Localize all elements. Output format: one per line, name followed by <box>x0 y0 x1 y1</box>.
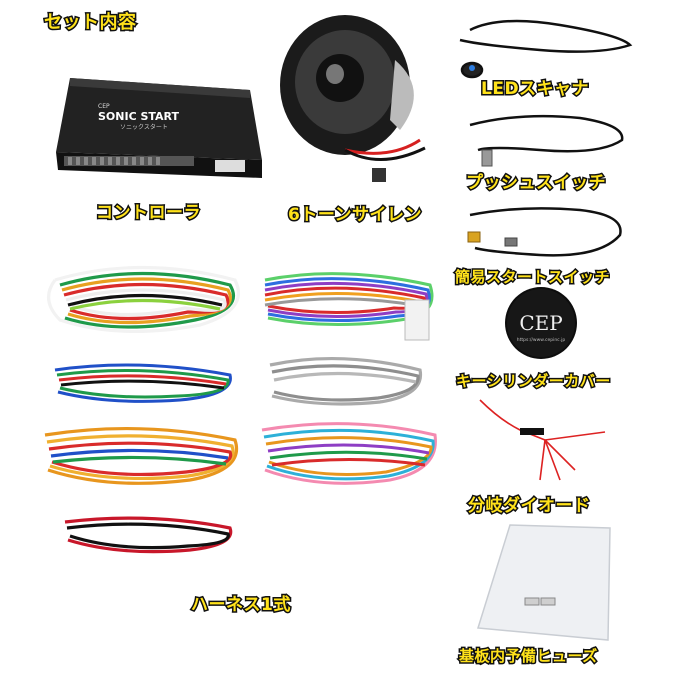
harness-bundle-7 <box>64 516 233 554</box>
diode-label: 分岐ダイオード <box>467 495 592 518</box>
controller-maker-text: CEP <box>98 103 110 110</box>
harness-bundle-4 <box>269 357 423 406</box>
cover-url-text: https://www.cepinc.jp <box>517 337 566 343</box>
cover-logo-text: CEP <box>519 311 562 335</box>
key-cylinder-cover: CEP https://www.cepinc.jp <box>505 287 577 359</box>
fuse-label: 基板内予備ヒューズ <box>458 646 599 667</box>
harness-bundle-2 <box>264 272 434 341</box>
start-switch-cable <box>467 207 622 257</box>
push-switch-cable <box>469 114 624 167</box>
harness-bundle-5 <box>44 426 239 485</box>
fuse-bag <box>477 524 611 641</box>
harness-label: ハーネス1式 <box>190 594 292 617</box>
led-scanner-cable <box>459 19 633 79</box>
push-switch-label: プッシュスイッチ <box>465 172 608 195</box>
harness-bundle-1 <box>47 265 241 334</box>
diode-wires <box>479 399 606 481</box>
harness-bundle-3 <box>54 363 232 403</box>
siren-label: 6トーンサイレン <box>287 204 423 227</box>
controller-label: コントローラ <box>95 202 203 225</box>
led-scanner-label: LEDスキャナ <box>479 78 590 101</box>
controller-sub-text: ソニックスタート <box>120 123 168 131</box>
page-title: セット内容 <box>43 11 138 35</box>
start-switch-label: 簡易スタートスイッチ <box>453 267 611 288</box>
harness-bundle-6 <box>261 422 437 485</box>
controller-unit: CEP SONIC START ソニックスタート <box>56 78 262 178</box>
key-cover-label: キーシリンダーカバー <box>455 371 612 392</box>
controller-brand-text: SONIC START <box>98 110 180 123</box>
siren-horn <box>280 15 426 182</box>
